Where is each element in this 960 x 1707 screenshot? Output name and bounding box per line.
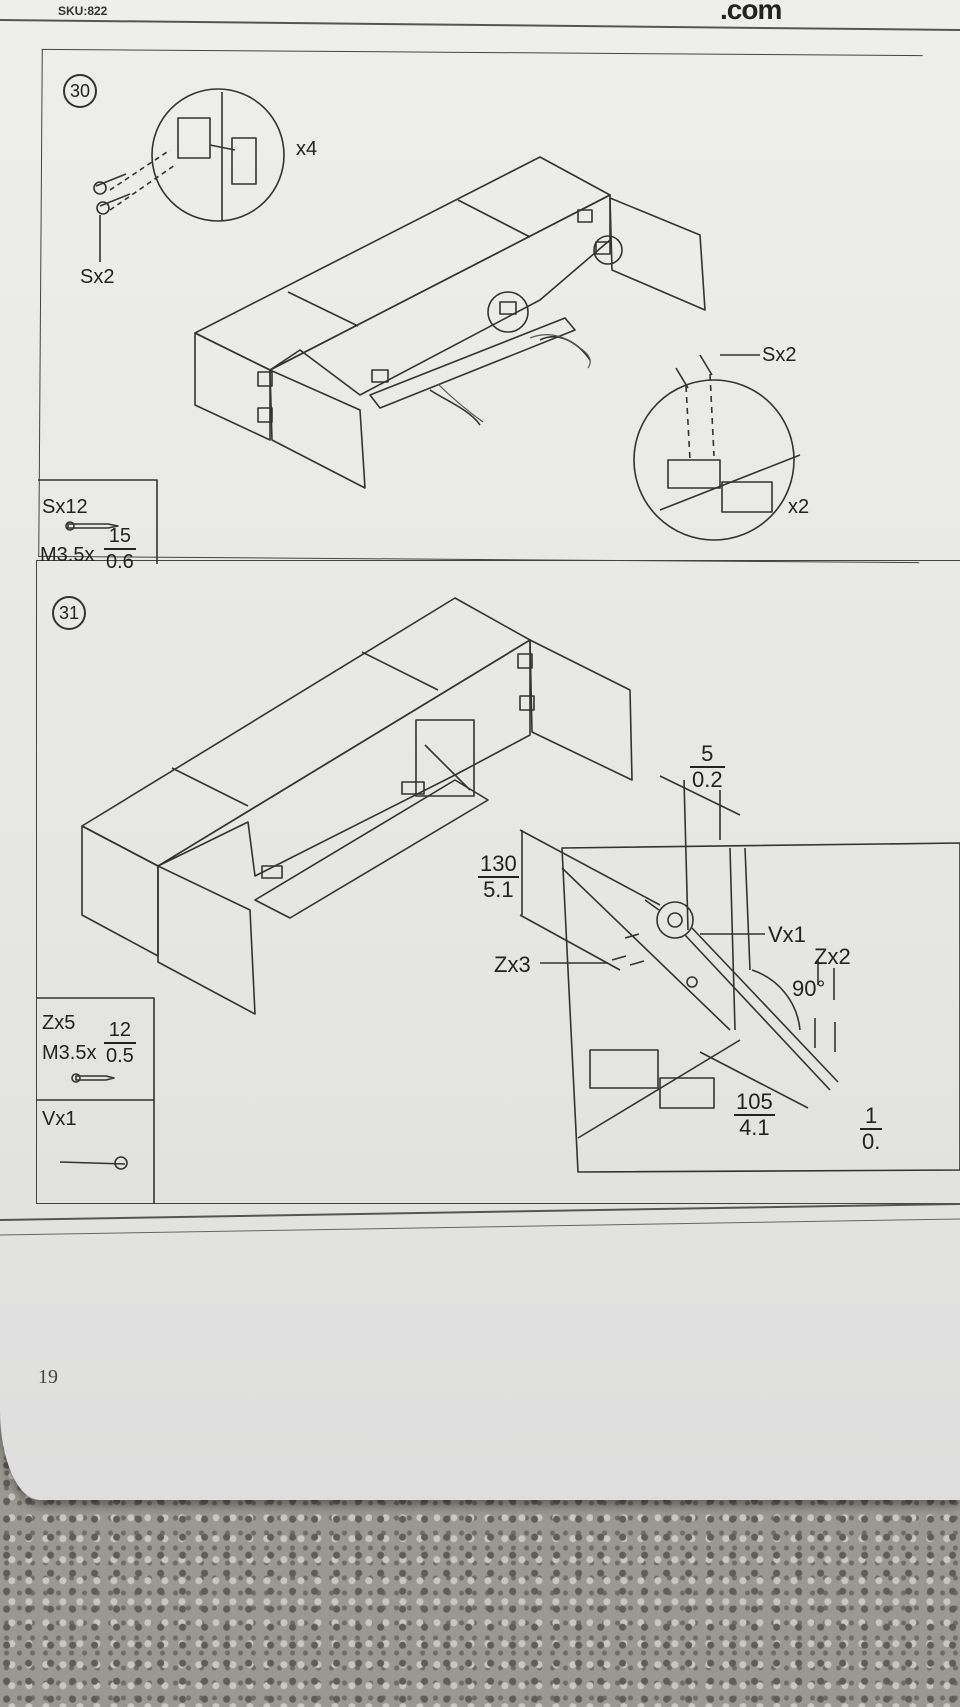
step-31-number: 31 [52,596,86,630]
step31-z-size: M3.5x [42,1042,97,1064]
callout-top-quantity: x4 [296,138,318,160]
dim-left-num: 130 [478,851,519,878]
dimension-left: 130 5.1 [478,852,519,902]
step30-part-qty: Sx12 [42,496,88,518]
page-number: 19 [38,1366,58,1388]
step30-frac-num: 15 [104,524,136,550]
brand-logo: .com [720,0,782,25]
angle-label: 90° [792,976,826,1001]
label-v: Vx1 [768,922,806,947]
step31-cabinet [81,597,633,1015]
dim-top-num: 5 [690,742,725,768]
screw-label-right: Sx2 [762,344,797,366]
step30-frac-den: 0.6 [106,551,134,573]
step30-lower-callout [633,354,801,541]
step-31-panel [36,560,960,1204]
dim-left-den: 5.1 [483,877,514,902]
dim-top-den: 0.2 [692,767,723,792]
step-30-number: 30 [63,74,97,108]
step31-z-frac-den: 0.5 [106,1045,134,1067]
step31-z-fraction: 12 0.5 [104,1018,136,1068]
label-z-left: Zx3 [494,952,531,977]
dimension-top: 5 0.2 [690,742,725,792]
label-z-right: Zx2 [814,944,851,969]
step30-part-size: M3.5x [40,544,95,566]
screw-label-left: Sx2 [80,266,115,288]
dim-bottom-den: 4.1 [739,1115,770,1140]
sku-label: SKU:822 [58,4,108,18]
dim-bottom-num: 105 [734,1089,775,1116]
dimension-bottom: 105 4.1 [734,1090,775,1140]
step30-part-fraction: 15 0.6 [104,524,136,574]
step31-z-qty: Zx5 [42,1012,76,1034]
step30-hinge-callout [93,88,285,262]
step31-v-qty: Vx1 [42,1108,77,1130]
step31-detail [519,775,960,1173]
step31-z-frac-num: 12 [104,1018,136,1044]
dimension-edge: 1 0. [860,1104,883,1154]
manual-page: SKU:822 .com 30 31 [0,0,960,1500]
dim-edge-den: 0. [862,1129,881,1154]
callout-bottom-quantity: x2 [788,496,810,518]
dim-edge-num: 1 [860,1104,883,1130]
assembly-diagram [0,88,960,1236]
step30-cabinet [194,156,706,489]
